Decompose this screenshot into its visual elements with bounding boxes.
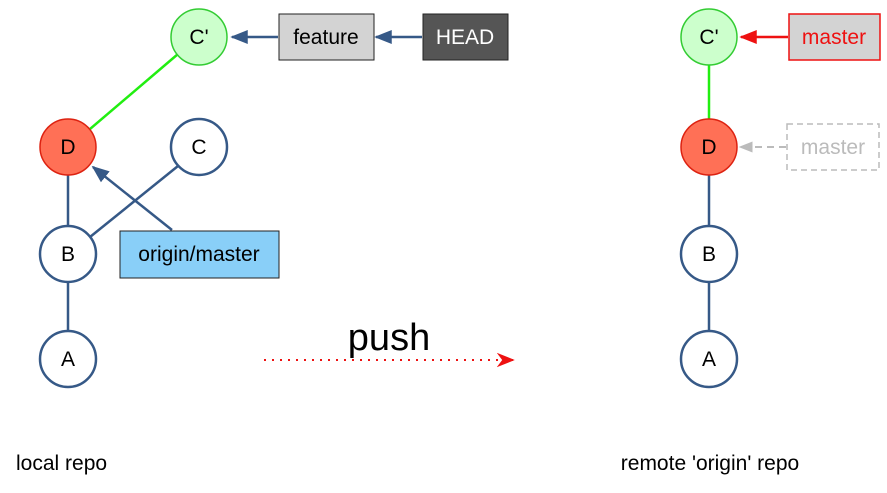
head-label: HEAD xyxy=(436,26,494,49)
remote-commit-a-label: A xyxy=(702,348,716,371)
local-commit-b-label: B xyxy=(61,243,75,266)
edge-d-c-prime xyxy=(89,53,179,130)
local-commit-a-label: A xyxy=(61,348,75,371)
feature-label-box: feature xyxy=(278,13,375,61)
head-label-box: HEAD xyxy=(422,13,509,61)
push-label: push xyxy=(348,317,430,359)
local-commit-a: A xyxy=(38,329,98,389)
local-commit-d: D xyxy=(39,118,97,176)
remote-commit-c-prime-label: C' xyxy=(699,26,718,49)
remote-repo-caption: remote 'origin' repo xyxy=(621,452,799,475)
remote-old-master-label-box: master xyxy=(786,123,880,171)
local-commit-c: C xyxy=(169,117,229,177)
local-commit-c-prime: C' xyxy=(170,8,228,66)
remote-commit-a: A xyxy=(679,329,739,389)
remote-old-master-label: master xyxy=(801,136,865,159)
local-commit-c-prime-label: C' xyxy=(189,26,208,49)
remote-commit-b-label: B xyxy=(702,243,716,266)
local-commit-c-label: C xyxy=(191,136,206,159)
origin-master-label: origin/master xyxy=(138,243,259,266)
remote-commit-c-prime: C' xyxy=(680,8,738,66)
origin-master-label-box: origin/master xyxy=(119,230,280,279)
feature-label: feature xyxy=(293,26,358,49)
local-commit-d-label: D xyxy=(60,136,75,159)
remote-commit-d-label: D xyxy=(701,136,716,159)
remote-commit-d: D xyxy=(680,118,738,176)
remote-commit-b: B xyxy=(679,224,739,284)
origin-master-arrow xyxy=(91,165,173,231)
local-commit-b: B xyxy=(38,224,98,284)
local-repo-caption: local repo xyxy=(16,452,107,475)
remote-master-label-box: master xyxy=(788,13,881,61)
remote-master-label: master xyxy=(802,26,866,49)
edge-b-c xyxy=(89,165,179,238)
